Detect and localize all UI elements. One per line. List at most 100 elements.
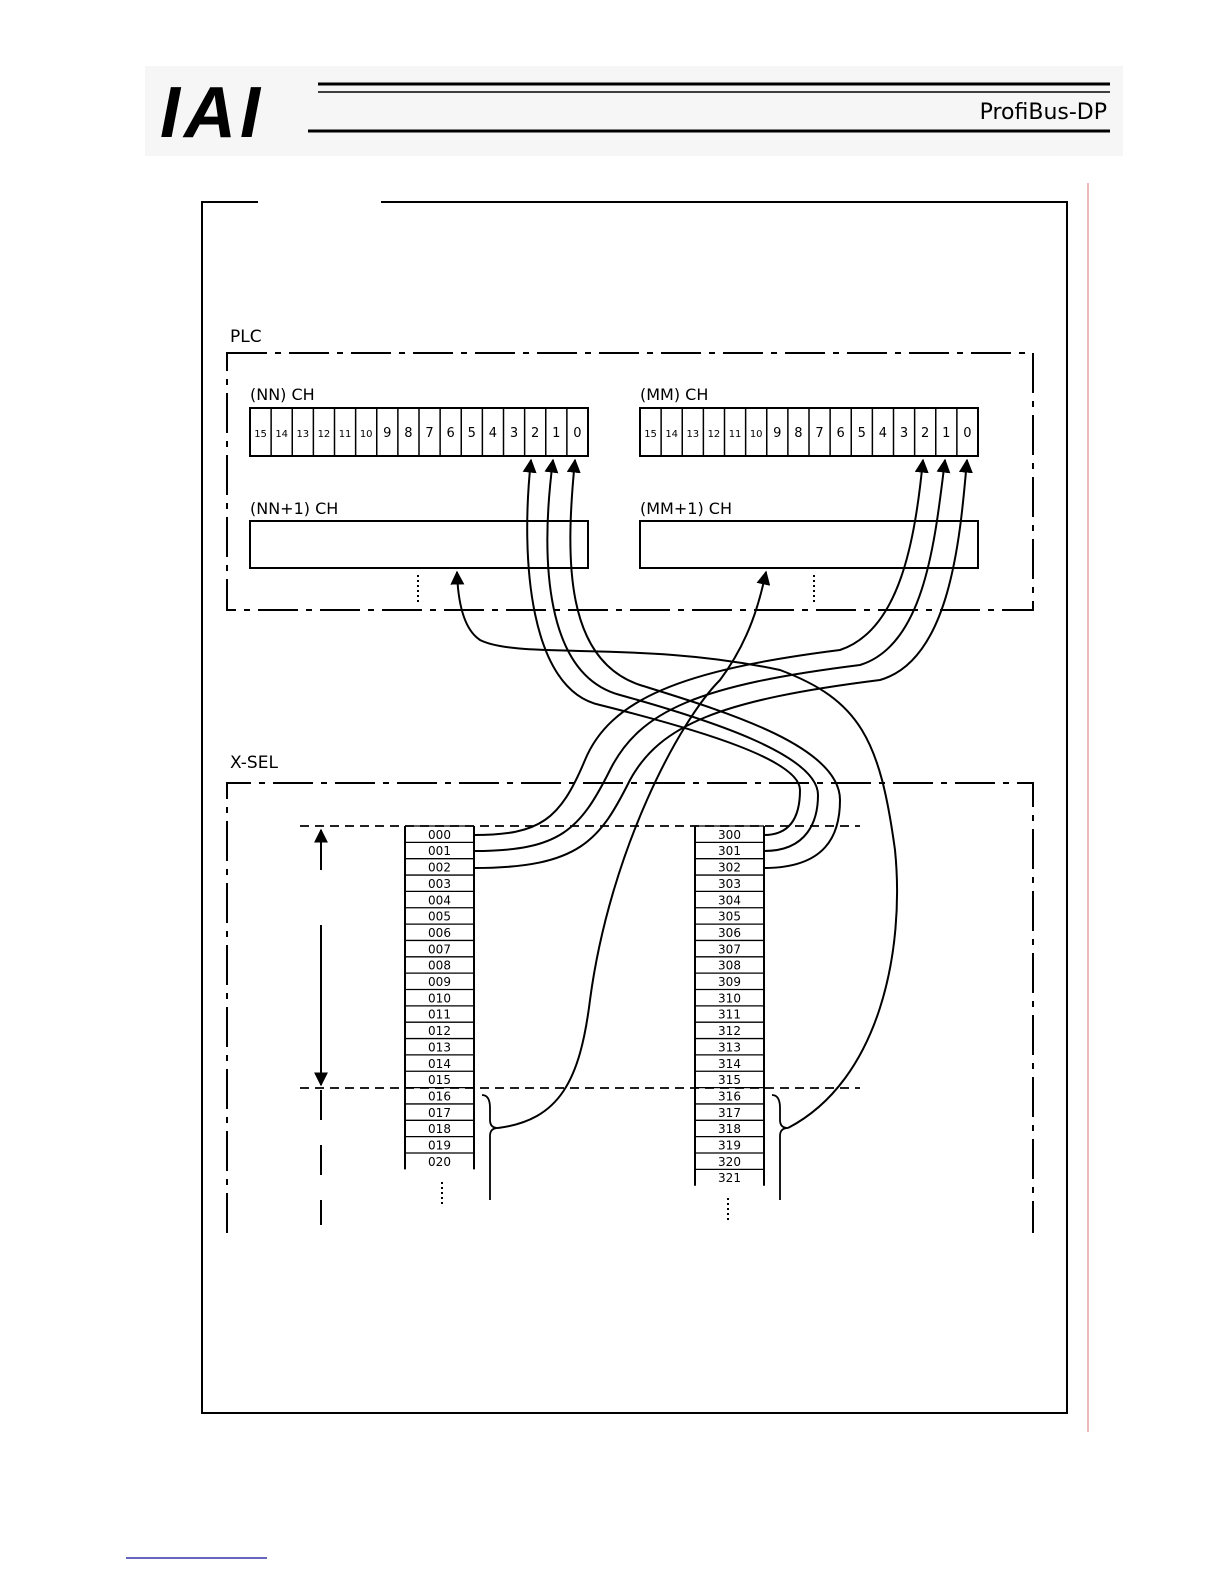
port-300: 300	[718, 828, 741, 842]
brace-col-a	[481, 1094, 499, 1200]
port-309: 309	[718, 975, 741, 989]
port-321: 321	[718, 1171, 741, 1185]
port-301: 301	[718, 844, 741, 858]
port-320: 320	[718, 1155, 741, 1169]
xsel-port-column-300: 3003013023033043053063073083093103113123…	[694, 825, 765, 1186]
nn-bit-10: 10	[360, 429, 373, 440]
port-318: 318	[718, 1122, 741, 1136]
link-302-nn-bit0	[566, 458, 842, 869]
mm-ch-label: (MM) CH	[640, 385, 708, 404]
xsel-boundary	[226, 782, 1034, 1233]
nn-bit-14: 14	[275, 429, 288, 440]
nn1-register	[249, 520, 589, 569]
port-306: 306	[718, 926, 741, 940]
link-000-mm-bit2	[473, 458, 929, 836]
port-011: 011	[428, 1008, 451, 1022]
nn-bit-8: 8	[404, 426, 412, 441]
port-014: 014	[428, 1057, 451, 1071]
port-319: 319	[718, 1139, 741, 1153]
xsel-label: X-SEL	[230, 753, 278, 773]
connection-lines	[450, 458, 973, 1129]
port-009: 009	[428, 975, 451, 989]
plc-label: PLC	[230, 327, 262, 347]
nn-bit-9: 9	[383, 426, 391, 441]
mm-bit-6: 6	[837, 426, 845, 441]
iai-logo: IAI	[160, 73, 264, 153]
brace-col-b	[771, 1094, 789, 1200]
port-308: 308	[718, 959, 741, 973]
mm-bit-9: 9	[773, 426, 781, 441]
port-315: 315	[718, 1073, 741, 1087]
port-016: 016	[428, 1089, 451, 1103]
port-005: 005	[428, 910, 451, 924]
port-017: 017	[428, 1106, 451, 1120]
port-003: 003	[428, 877, 451, 891]
port-008: 008	[428, 959, 451, 973]
port-013: 013	[428, 1040, 451, 1054]
port-006: 006	[428, 926, 451, 940]
nn-bit-4: 4	[489, 426, 497, 441]
mm-bit-12: 12	[708, 429, 721, 440]
mm-bit-2: 2	[921, 426, 929, 441]
mm-bit-14: 14	[665, 429, 678, 440]
port-004: 004	[428, 893, 451, 907]
mm-bit-10: 10	[750, 429, 763, 440]
nn-ch-label: (NN) CH	[250, 385, 315, 404]
mm-bit-4: 4	[879, 426, 887, 441]
nn-bit-7: 7	[425, 426, 433, 441]
port-001: 001	[428, 844, 451, 858]
port-312: 312	[718, 1024, 741, 1038]
port-310: 310	[718, 991, 741, 1005]
nn1-ch-label: (NN+1) CH	[250, 499, 338, 518]
port-317: 317	[718, 1106, 741, 1120]
nn-bit-12: 12	[318, 429, 331, 440]
port-307: 307	[718, 942, 741, 956]
xsel-port-column-000: 000 001 002 003 004 005 006 007 008 009 010 011 012 0…	[404, 825, 475, 1170]
link-300-nn-bit2	[522, 458, 802, 836]
port-010: 010	[428, 991, 451, 1005]
mm-bit-5: 5	[858, 426, 866, 441]
nn-bit-13: 13	[296, 429, 309, 440]
port-302: 302	[718, 861, 741, 875]
port-007: 007	[428, 942, 451, 956]
nn-bit-6: 6	[447, 426, 455, 441]
mm-bit-1: 1	[942, 426, 950, 441]
port-019: 019	[428, 1139, 451, 1153]
port-311: 311	[718, 1008, 741, 1022]
page-header: IAI ProfiBus-DP	[145, 66, 1123, 156]
port-015: 015	[428, 1073, 451, 1087]
link-001-mm-bit1	[473, 458, 951, 852]
port-020: 020	[428, 1155, 451, 1169]
nn-bit-15: 15	[254, 429, 267, 440]
link-016-020-mm1	[497, 570, 771, 1129]
port-313: 313	[718, 1040, 741, 1054]
port-012: 012	[428, 1024, 451, 1038]
nn-bit-1: 1	[552, 426, 560, 441]
port-305: 305	[718, 910, 741, 924]
nn-bit-2: 2	[531, 426, 539, 441]
mm-bit-13: 13	[686, 429, 699, 440]
header-subtitle: ProfiBus-DP	[980, 100, 1107, 125]
mm-bit-7: 7	[815, 426, 823, 441]
header-background	[145, 66, 1123, 156]
plc-boundary	[226, 352, 1034, 611]
mm-bit-8: 8	[794, 426, 802, 441]
mm1-register	[639, 520, 979, 569]
mm-bit-11: 11	[729, 429, 742, 440]
port-303: 303	[718, 877, 741, 891]
port-000: 000	[428, 828, 451, 842]
nn-bit-3: 3	[510, 426, 518, 441]
port-002: 002	[428, 861, 451, 875]
mm-bit-15: 15	[644, 429, 657, 440]
figure-frame	[201, 201, 1068, 1414]
port-316: 316	[718, 1089, 741, 1103]
nn-bit-5: 5	[468, 426, 476, 441]
xsel-region: X-SEL 0000010020030040050060070080090100…	[226, 753, 1034, 1233]
link-301-nn-bit1	[544, 458, 820, 852]
port-314: 314	[718, 1057, 741, 1071]
